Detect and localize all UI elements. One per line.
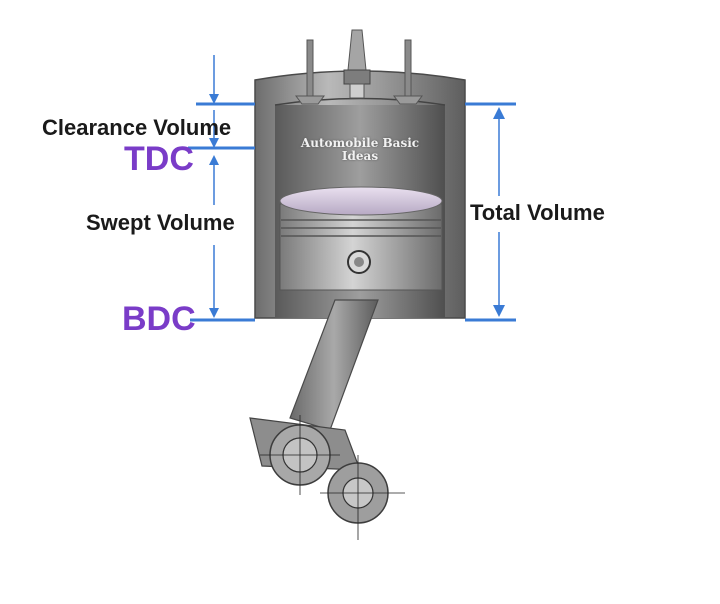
tdc-label: TDC <box>124 140 194 178</box>
clearance-volume-label: Clearance Volume <box>42 115 232 140</box>
crankshaft <box>320 455 405 540</box>
watermark-text: Automobile Basic Ideas <box>300 136 420 163</box>
exhaust-valve-icon <box>393 39 423 105</box>
spark-plug-icon <box>343 29 371 99</box>
intake-valve-icon <box>295 39 325 105</box>
right-dimension-lines <box>465 102 516 322</box>
piston <box>279 186 443 291</box>
connecting-rod <box>249 299 379 495</box>
total-volume-label: Total Volume <box>470 200 605 225</box>
bdc-label: BDC <box>122 300 196 338</box>
left-dimension-lines <box>188 55 255 322</box>
swept-volume-label: Swept Volume <box>86 210 235 235</box>
